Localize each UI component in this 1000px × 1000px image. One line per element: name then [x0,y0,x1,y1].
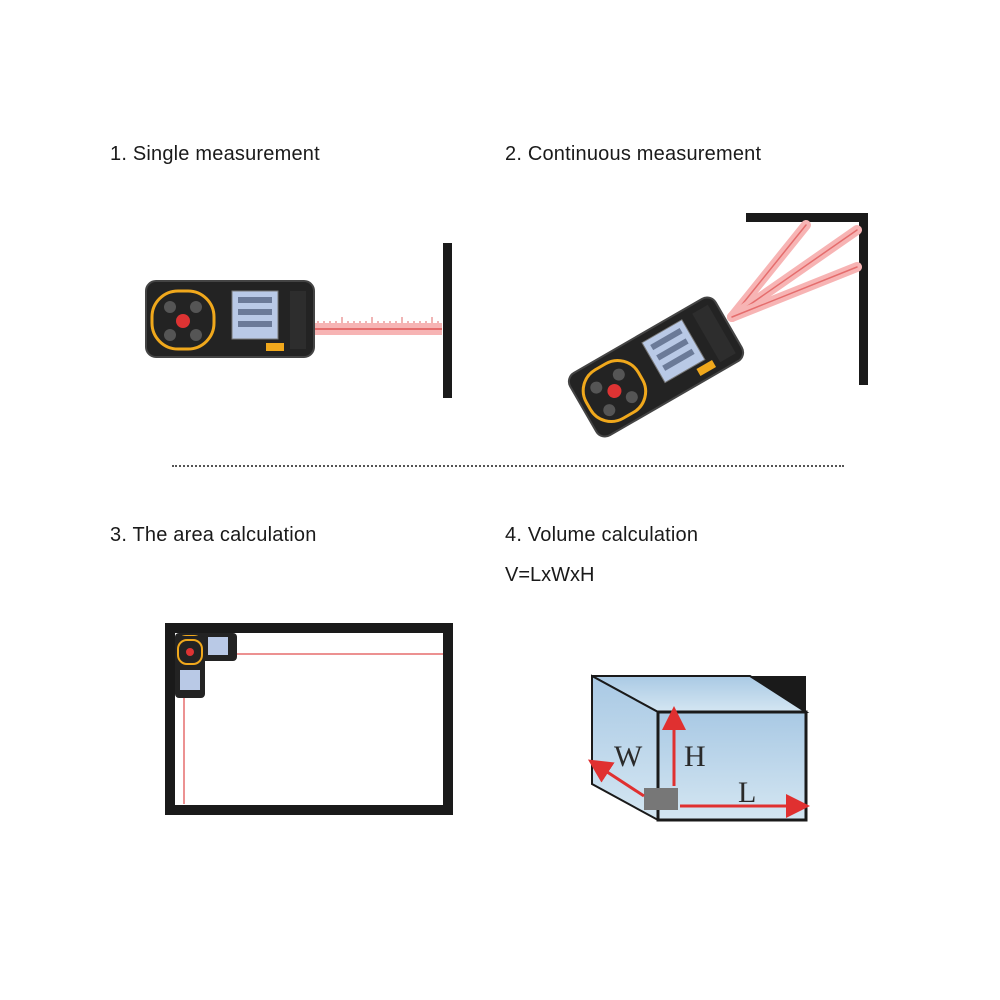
wall [443,243,452,398]
laser-beam [310,317,442,335]
heading-volume-calculation: 4. Volume calculation [505,524,699,546]
single-measurement-illustration [140,235,470,405]
dimension-arrows [587,706,810,818]
volume-formula: V=LxWxH [505,564,595,586]
label-l: L [738,776,756,809]
laser-distance-meter-vertical [175,636,205,698]
area-calculation-illustration [160,618,460,818]
label-w: W [614,740,643,773]
heading-continuous-measurement: 2. Continuous measurement [505,143,762,165]
laser-distance-meter [567,296,745,438]
continuous-measurement-illustration [560,205,880,455]
section-divider [172,465,844,467]
volume-calculation-illustration: W H L [580,670,820,830]
heading-single-measurement: 1. Single measurement [110,143,320,165]
laser-beams [727,220,862,322]
heading-area-calculation: 3. The area calculation [110,524,317,546]
device-block [644,788,678,810]
box [591,674,810,822]
label-h: H [684,740,706,773]
corner-wall [746,213,868,385]
laser-distance-meter [145,280,315,358]
